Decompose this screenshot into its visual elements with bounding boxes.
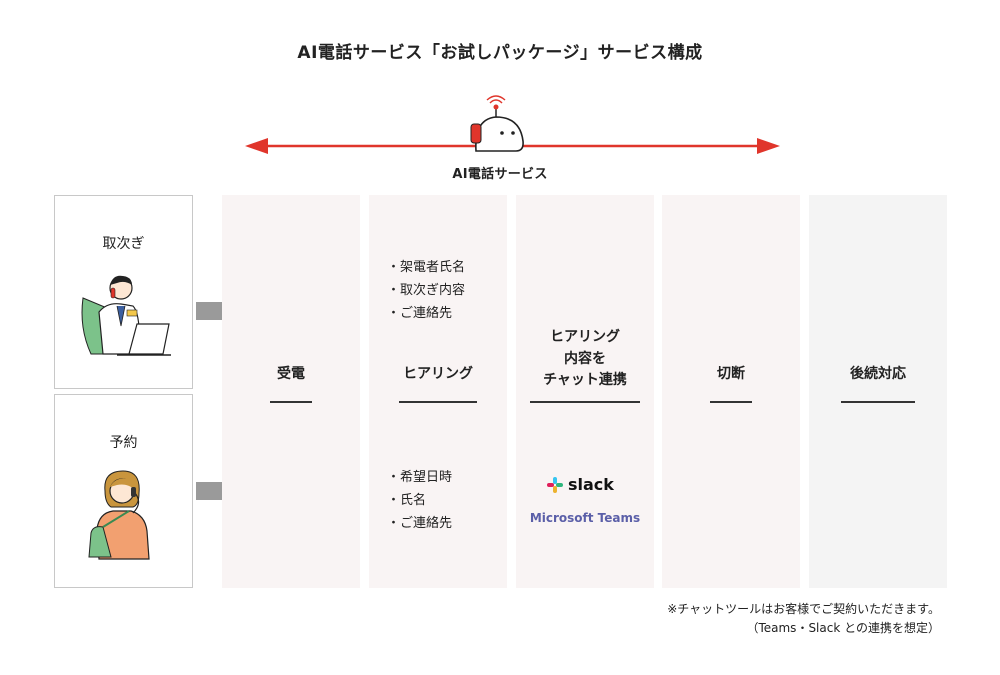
step-underline [270, 401, 312, 403]
slack-wordmark: slack [568, 475, 614, 494]
step-underline [399, 401, 477, 403]
case-label: 予約 [109, 435, 138, 451]
step-underline [530, 401, 640, 403]
slack-icon [547, 476, 563, 493]
case-label: 取次ぎ [102, 236, 145, 252]
slack-logo: slack [546, 475, 614, 494]
robot-mascot-icon [470, 95, 524, 152]
bullet-item: ・希望日時 [387, 470, 453, 485]
bullet-item: ・取次ぎ内容 [387, 282, 466, 298]
step-label: 後続対応 [850, 366, 906, 382]
step-column-followup: 後続対応 [809, 195, 947, 588]
step-label-line: チャット連携 [543, 372, 627, 389]
footnote-line: （Teams・Slack との連携を想定） [746, 621, 940, 636]
step-column-disconnect: 切断 [662, 195, 800, 588]
step-underline [841, 401, 915, 403]
step-column-hearing: ・架電者氏名 ・取次ぎ内容 ・ご連絡先 ヒアリング ・希望日時 ・氏名 ・ご連絡… [369, 195, 507, 588]
brand-logo: AI電話サービス [452, 167, 548, 182]
step-column-chat: ヒアリング 内容を チャット連携 slack Microsoft Teams [516, 195, 654, 588]
step-column-receive: 受電 [222, 195, 360, 588]
bullet-item: ・氏名 [387, 492, 427, 508]
footnote-line: ※チャットツールはお客様でご契約いただきます。 [667, 602, 940, 616]
step-underline [710, 401, 752, 403]
step-label-line: ヒアリング [550, 329, 620, 345]
woman-on-phone-illustration [88, 470, 150, 560]
bullet-list-reservation: ・希望日時 ・氏名 ・ご連絡先 [387, 467, 452, 535]
double-arrow-robot [245, 95, 780, 154]
man-on-phone-illustration [81, 275, 171, 356]
bullet-item: ・ご連絡先 [387, 305, 453, 321]
teams-logo: Microsoft Teams [529, 511, 641, 525]
step-label: 受電 [277, 366, 305, 382]
step-label-line: 内容を [564, 350, 606, 367]
case-box-transfer: 取次ぎ [54, 195, 193, 389]
step-label: ヒアリング [403, 366, 473, 382]
step-label: 切断 [717, 366, 745, 382]
bullet-list-transfer: ・架電者氏名 ・取次ぎ内容 ・ご連絡先 [387, 257, 465, 325]
bullet-item: ・ご連絡先 [387, 515, 453, 531]
case-box-reservation: 予約 [54, 394, 193, 588]
step-label-multiline: ヒアリング 内容を チャット連携 [516, 327, 654, 392]
page-title: AI電話サービス「お試しパッケージ」サービス構成 [297, 43, 703, 63]
footnote: ※チャットツールはお客様でご契約いただきます。 （Teams・Slack との連… [667, 600, 940, 638]
bullet-item: ・架電者氏名 [387, 260, 466, 275]
